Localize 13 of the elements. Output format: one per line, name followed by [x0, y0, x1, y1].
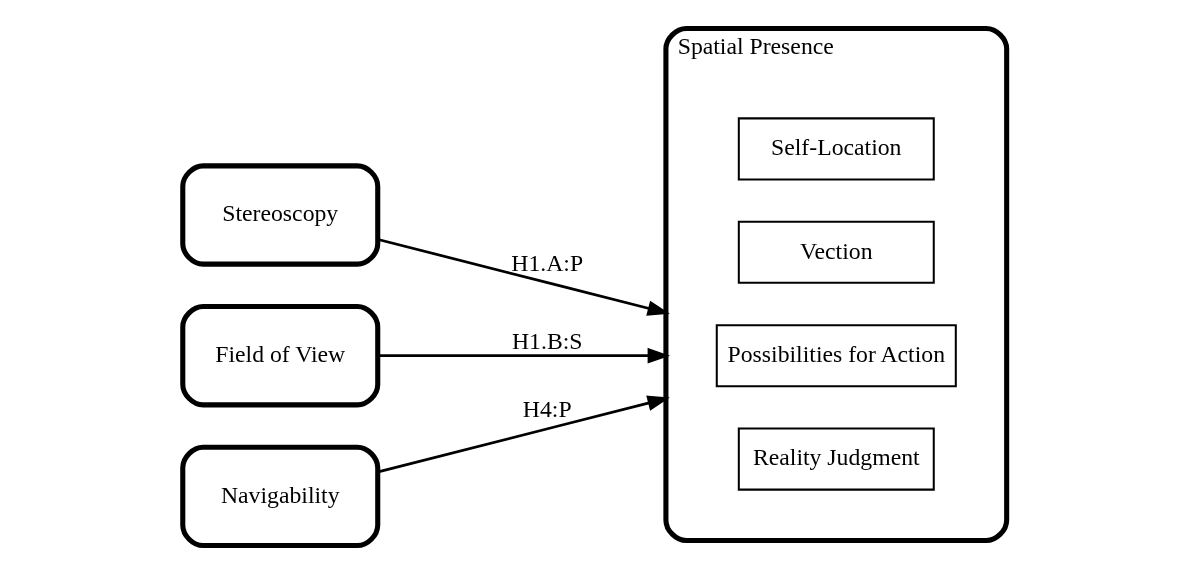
- node-box: Stereoscopy: [179, 163, 380, 267]
- node-box: Self-Location: [737, 117, 935, 181]
- arrow: [377, 347, 670, 364]
- node-box: Possibilities for Action: [715, 324, 957, 388]
- arrow: [377, 238, 670, 316]
- arrow: [377, 395, 670, 474]
- edge-label: H1.A:P: [510, 250, 583, 277]
- edge-label: H4:P: [522, 396, 572, 423]
- node-box: Field of View: [179, 304, 380, 408]
- node-box: Reality Judgment: [737, 427, 935, 491]
- edge-label: H1.B:S: [511, 328, 583, 355]
- node-box: Navigability: [179, 444, 380, 549]
- node-box: Vection: [737, 220, 935, 284]
